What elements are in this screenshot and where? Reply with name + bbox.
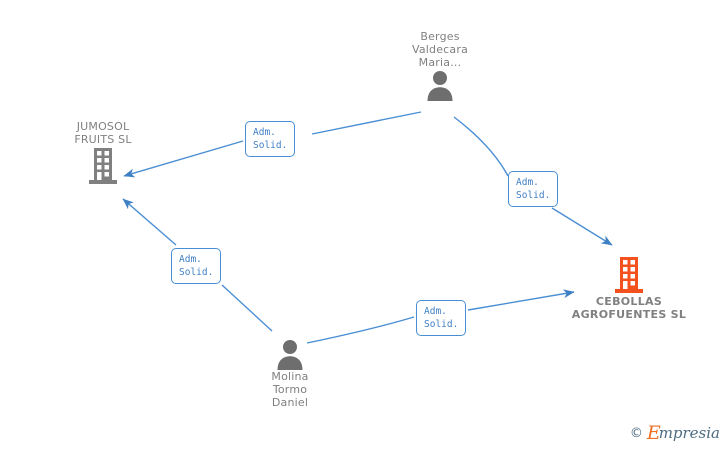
edge-badge-berges-cebollas[interactable]: Adm. Solid.	[508, 171, 559, 207]
edge-line-berges-cebollas-top	[453, 116, 509, 177]
brand-rest: mpresia	[658, 424, 720, 442]
node-berges-valdecara-maria[interactable]: Berges Valdecara Maria...	[380, 30, 500, 101]
node-molina-tormo-daniel[interactable]: Molina Tormo Daniel	[230, 338, 350, 409]
building-icon	[559, 255, 699, 295]
brand-initial: E	[646, 422, 661, 444]
node-label-jumosol: JUMOSOL FRUITS SL	[74, 120, 132, 146]
person-icon	[230, 338, 350, 370]
node-label-molina: Molina Tormo Daniel	[271, 370, 309, 409]
building-icon	[43, 146, 163, 186]
edge-line-berges-jumosol-right	[311, 111, 422, 135]
node-cebollas-agrofuentes-sl[interactable]: CEBOLLAS AGROFUENTES SL	[559, 255, 699, 321]
person-icon	[380, 69, 500, 101]
copyright-icon: ©	[629, 425, 643, 441]
brand-wordmark: Empresia	[646, 422, 720, 444]
node-jumosol-fruits-sl[interactable]: JUMOSOL FRUITS SL	[43, 120, 163, 186]
node-label-cebollas: CEBOLLAS AGROFUENTES SL	[571, 295, 687, 321]
edge-line-molina-jumosol-top	[122, 198, 177, 246]
edge-badge-molina-jumosol[interactable]: Adm. Solid.	[171, 248, 222, 284]
edge-badge-molina-cebollas[interactable]: Adm. Solid.	[416, 300, 467, 336]
edge-line-molina-jumosol-bottom	[221, 284, 273, 332]
node-label-berges: Berges Valdecara Maria...	[411, 30, 469, 69]
empresia-watermark: © Empresia	[629, 422, 720, 444]
edge-line-berges-cebollas-bottom	[551, 207, 613, 246]
edge-badge-berges-jumosol[interactable]: Adm. Solid.	[245, 121, 296, 157]
